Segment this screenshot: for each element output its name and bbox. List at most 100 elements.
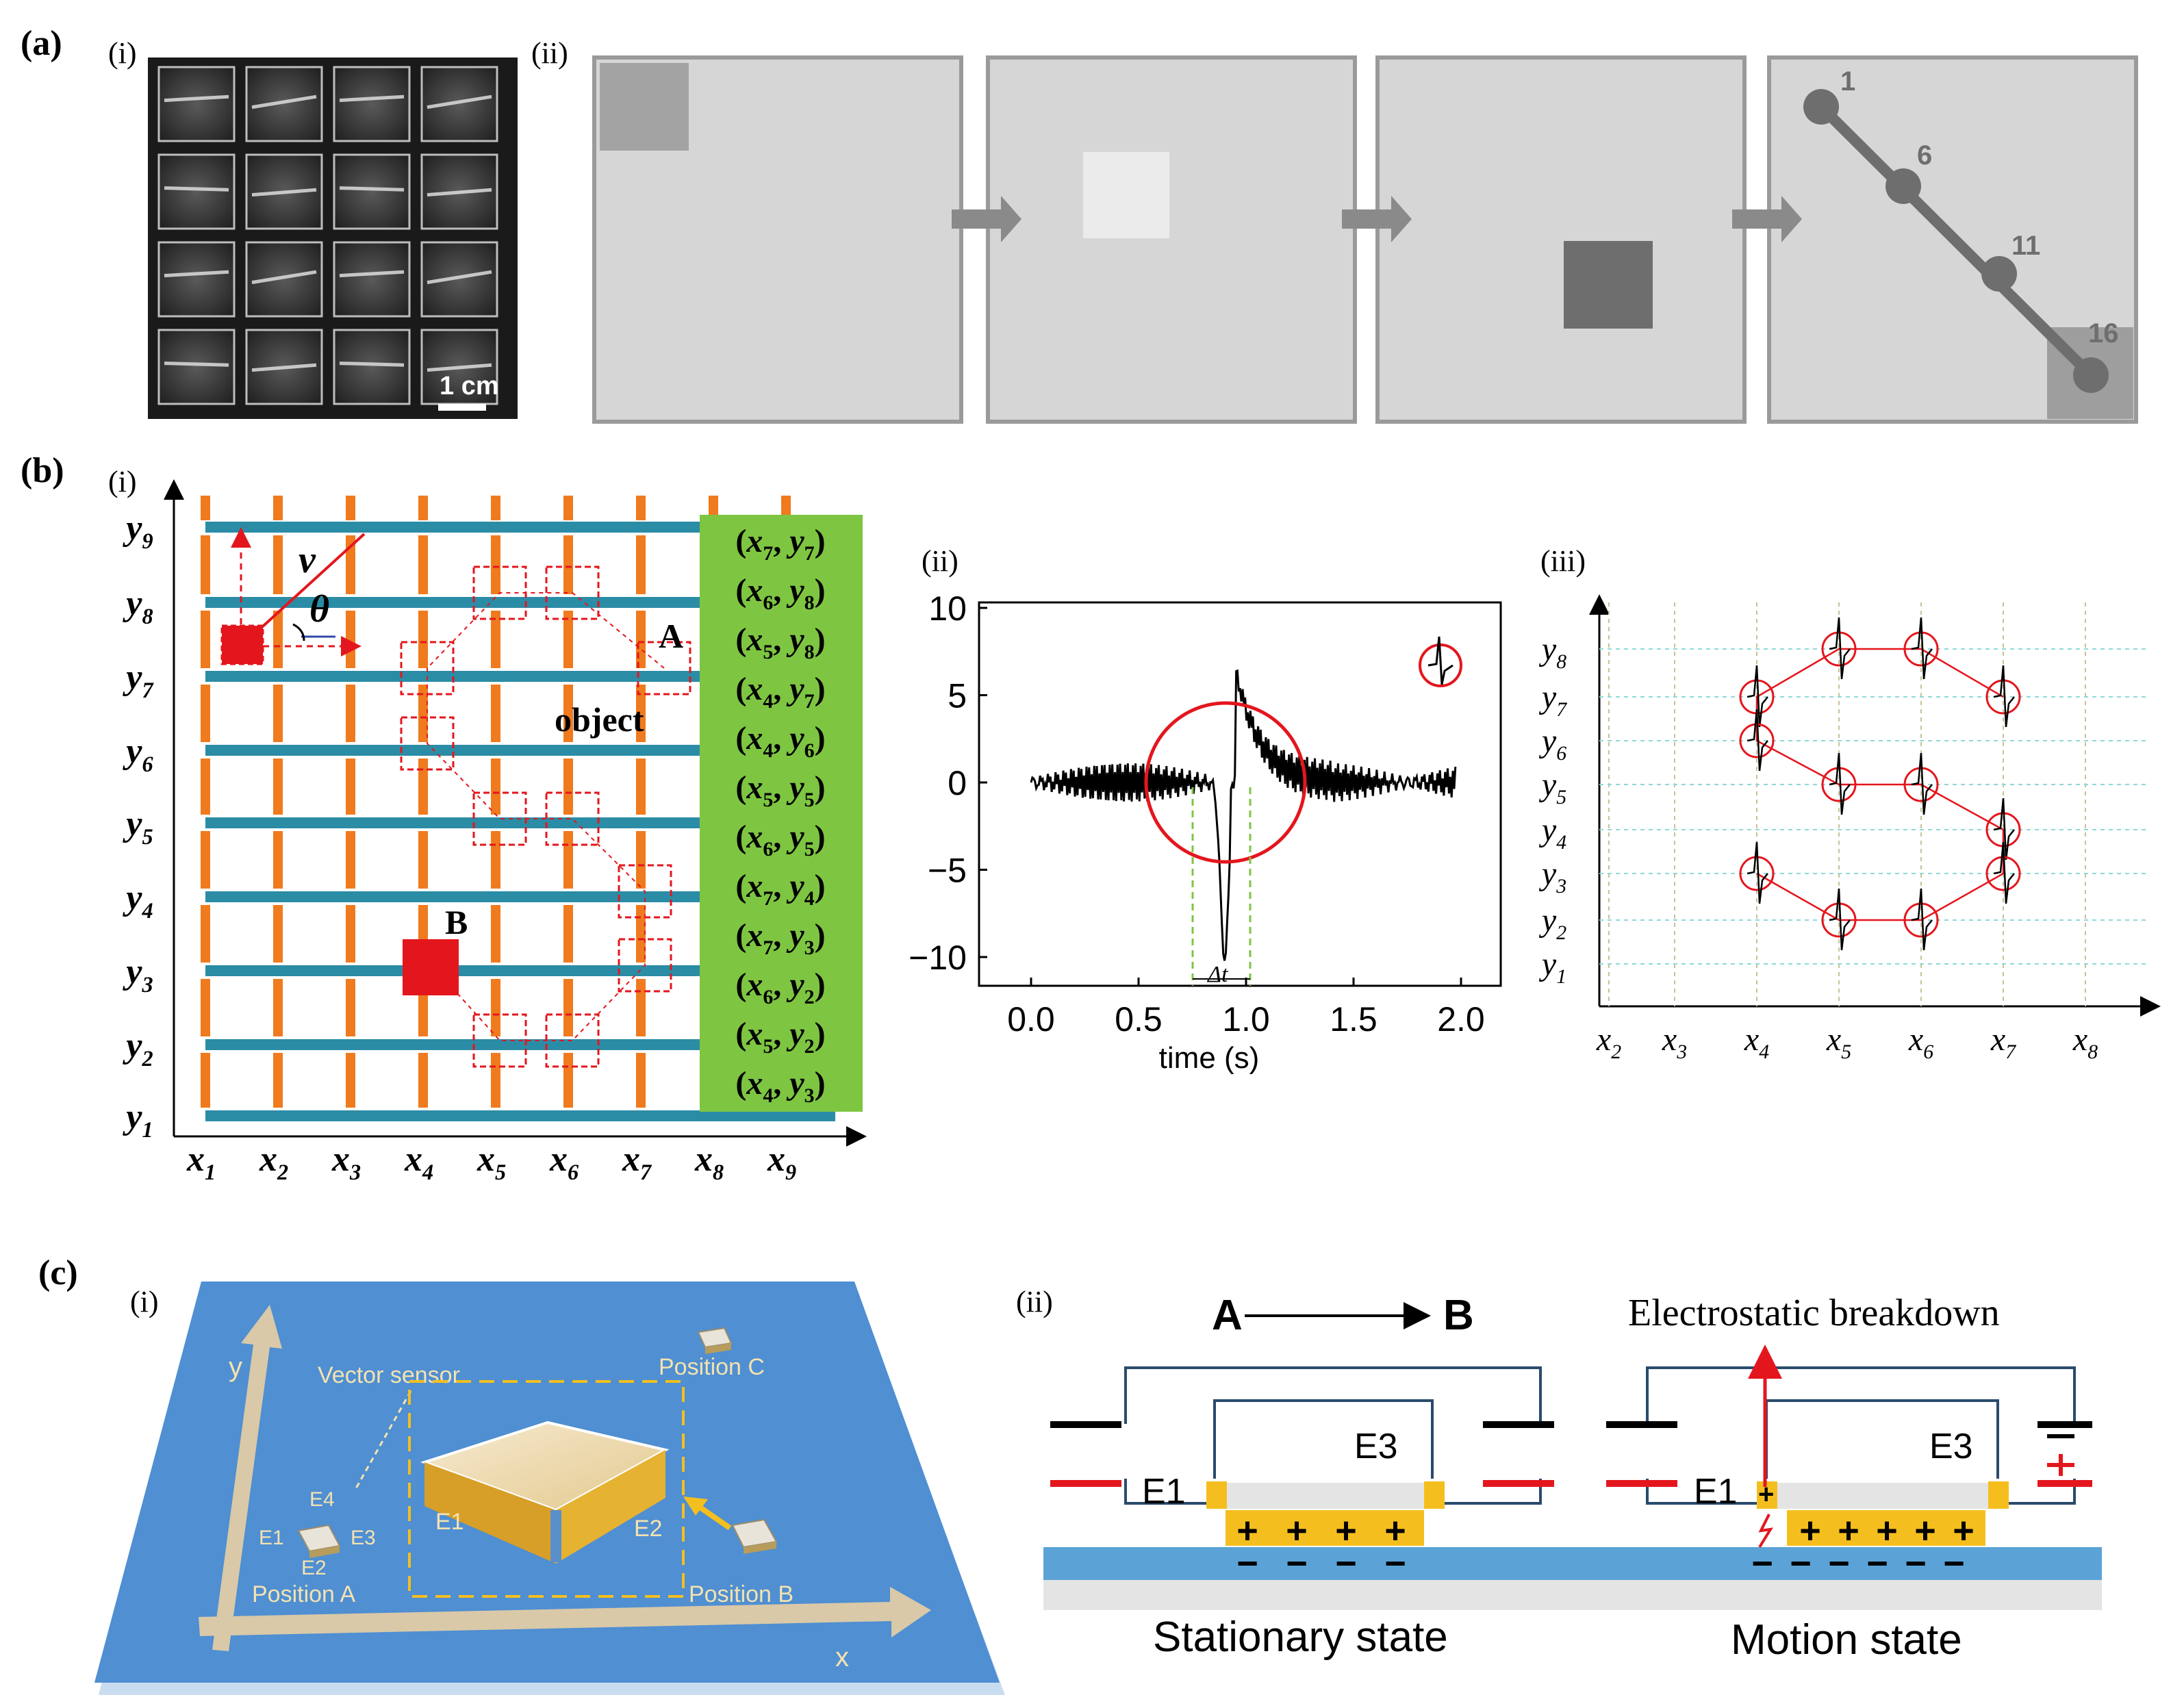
grid-y-label: y7: [122, 658, 154, 702]
vector-sensor-b: [731, 1518, 778, 1554]
coordinate-entry: (x7, y4): [735, 868, 825, 910]
scale-bar-label: 1 cm: [440, 372, 499, 400]
grid-y-label: y6: [122, 732, 153, 776]
x-electrode-segment: [273, 535, 283, 594]
signal-x-tick: 0.0: [1007, 1000, 1055, 1038]
y-electrode: [205, 817, 835, 828]
coordinate-entry: (x5, y5): [735, 769, 825, 811]
e3-label-motion: E3: [1929, 1427, 1973, 1466]
trajectory-y-label: y1: [1538, 946, 1566, 988]
sensor-array-photo: 1 cm: [148, 58, 518, 419]
spark-icon: [1758, 1514, 1773, 1548]
x-electrode-segment: [491, 1053, 500, 1108]
map-frame-4: 1 6 11 16: [1767, 55, 2138, 424]
x-electrode-segment: [563, 685, 573, 742]
x-electrode-segment: [563, 535, 573, 594]
x-electrode-segment: [636, 611, 646, 668]
signal-trace: [1030, 669, 1457, 961]
x-electrode-segment: [491, 535, 500, 594]
e3-electrode: [1424, 1481, 1445, 1509]
signal-plot-frame: [978, 601, 1502, 987]
battery-right-positive: [1483, 1480, 1554, 1487]
sensor-cell: [333, 241, 411, 318]
grid-y-label: y5: [122, 804, 153, 849]
panel-b-iii-label: (iii): [1540, 544, 1586, 578]
map-frame-3: [1375, 55, 1747, 424]
battery-right-negative-motion: [2037, 1421, 2092, 1428]
signal-y-tick: 0: [948, 764, 967, 802]
e2-electrode: [550, 1510, 561, 1562]
coordinate-entry: (x5, y8): [735, 622, 825, 663]
grid-y-label: y3: [122, 952, 153, 997]
trajectory-path: [1755, 648, 2005, 921]
x-electrode-segment: [636, 759, 646, 815]
y-electrode: [205, 965, 835, 976]
track-label-6: 6: [1917, 140, 1932, 170]
trajectory-y-label: y8: [1538, 631, 1566, 673]
grid-x-label: x8: [694, 1140, 724, 1184]
position-c-label: Position C: [659, 1354, 765, 1380]
grid-y-label: y8: [122, 584, 153, 628]
x-electrode-segment: [273, 685, 283, 742]
x-electrode-segment: [563, 496, 573, 520]
x-electrode-segment: [418, 496, 428, 520]
x-axis-arrow: [199, 1587, 931, 1637]
positive-charge: +: [1236, 1510, 1258, 1551]
charged-slider: [1226, 1510, 1424, 1546]
trajectory-x-label: x6: [1908, 1021, 1933, 1063]
x-electrode-segment: [201, 496, 210, 520]
positive-charge: +: [1953, 1510, 1975, 1551]
tracked-cell: [400, 716, 455, 771]
panel-b: (b) (i) (x7, y7)(x6, y8)(x5, y8)(x4, y7)…: [21, 451, 2161, 1184]
x-electrode-segment: [636, 685, 646, 742]
track-label-11: 11: [2011, 231, 2040, 261]
positive-charge: +: [1914, 1510, 1936, 1551]
sensor-cell: [157, 66, 236, 142]
track-point-1: [1803, 89, 1839, 125]
object-label: object: [555, 700, 644, 739]
coordinate-entry: (x6, y8): [735, 572, 825, 614]
y-electrode: [205, 522, 835, 533]
x-electrode-segment: [201, 611, 210, 668]
trajectory-x-label: x2: [1596, 1021, 1621, 1063]
grid-x-label: x1: [186, 1140, 216, 1184]
mapping-sequence: 1 6 11 16: [592, 55, 2138, 424]
sequence-arrow-3: [1732, 196, 1802, 242]
signal-y-tick: −10: [909, 939, 967, 977]
grid-x-label: x9: [767, 1140, 796, 1184]
positive-charge: +: [1799, 1510, 1821, 1551]
negative-charge: −: [1828, 1543, 1850, 1584]
zoom-box: [408, 1380, 685, 1598]
positive-charge: +: [1335, 1510, 1357, 1551]
tracked-cell: [637, 641, 691, 696]
battery-right-negative: [1483, 1421, 1554, 1428]
x-electrode-segment: [781, 496, 791, 520]
signal-inset-icon: [1419, 636, 1462, 687]
map-frame-1: [592, 55, 963, 424]
negative-charge: −: [1905, 1543, 1927, 1584]
x-electrode-segment: [563, 759, 573, 815]
sensor-cell: [245, 66, 323, 142]
position-b-marker: [403, 939, 459, 995]
x-electrode-segment: [201, 1053, 210, 1108]
sensor-cell: [333, 329, 411, 405]
coordinate-panel: [700, 515, 863, 1112]
trajectory-y-label: y3: [1538, 856, 1566, 897]
motion-a-label: A: [1212, 1292, 1243, 1339]
negative-charge: −: [1236, 1543, 1258, 1584]
track-point-6: [1886, 168, 1921, 204]
x-electrode-segment: [563, 611, 573, 668]
position-b-label: Position B: [689, 1581, 794, 1607]
panel-c-label: (c): [38, 1253, 78, 1292]
vector-sensor-c: [697, 1327, 733, 1354]
negative-charge: −: [1286, 1543, 1308, 1584]
coordinate-entry: (x4, y7): [735, 671, 825, 713]
x-electrode-segment: [201, 685, 210, 742]
x-electrode-segment: [418, 831, 428, 889]
velocity-label: v: [299, 539, 316, 581]
tracked-path: [427, 592, 665, 1041]
sensor-cell: [157, 329, 236, 405]
